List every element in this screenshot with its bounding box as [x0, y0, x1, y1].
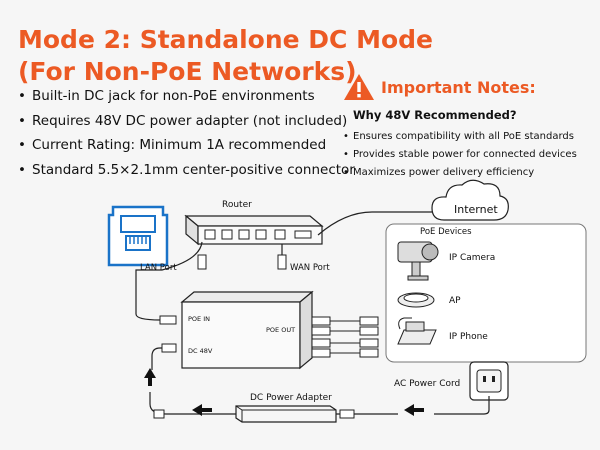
access-point-icon	[397, 292, 435, 308]
lan-port-label: LAN Port	[140, 263, 177, 273]
notes-title: Important Notes:	[381, 77, 536, 97]
ac-cord-label: AC Power Cord	[394, 379, 460, 389]
poe-in-label: POE IN	[188, 315, 210, 323]
wan-port-label: WAN Port	[290, 263, 330, 273]
notes-list: •Ensures compatibility with all PoE stan…	[343, 128, 593, 182]
feature-text: Requires 48V DC power adapter (not inclu…	[32, 112, 348, 129]
title-line-2: (For Non-PoE Networks)	[18, 57, 357, 86]
internet-label: Internet	[454, 203, 498, 216]
feature-item: •Requires 48V DC power adapter (not incl…	[18, 112, 348, 129]
arrow-left-icon	[404, 404, 424, 416]
feature-item: •Standard 5.5×2.1mm center-positive conn…	[18, 161, 355, 178]
poe-devices-label: PoE Devices	[420, 227, 472, 237]
ap-label: AP	[449, 296, 461, 306]
feature-list: •Built-in DC jack for non-PoE environmen…	[18, 84, 355, 182]
power-adapter-icon	[235, 405, 337, 423]
feature-text: Built-in DC jack for non-PoE environment…	[32, 88, 315, 104]
title-line-1: Mode 2: Standalone DC Mode	[18, 25, 434, 54]
router-label: Router	[222, 200, 252, 210]
poe-out-cables	[311, 316, 379, 358]
wall-socket-icon	[469, 361, 509, 401]
note-item: •Provides stable power for connected dev…	[343, 149, 577, 160]
note-text: Maximizes power delivery efficiency	[353, 167, 535, 178]
page-title: Mode 2: Standalone DC Mode (For Non-PoE …	[18, 24, 433, 88]
feature-item: •Current Rating: Minimum 1A recommended	[18, 137, 327, 153]
important-notes: Important Notes: Why 48V Recommended? •E…	[343, 72, 593, 182]
note-text: Provides stable power for connected devi…	[353, 149, 577, 160]
poe-out-label: POE OUT	[266, 326, 295, 334]
note-text: Ensures compatibility with all PoE stand…	[353, 131, 574, 142]
feature-text: Current Rating: Minimum 1A recommended	[32, 137, 327, 153]
arrow-left-icon	[192, 404, 212, 416]
dc-48v-label: DC 48V	[188, 347, 213, 355]
feature-text: Standard 5.5×2.1mm center-positive conne…	[32, 161, 355, 178]
ip-phone-icon	[397, 317, 437, 345]
note-item: •Maximizes power delivery efficiency	[343, 167, 535, 178]
ip-camera-icon	[397, 241, 439, 281]
dc-adapter-label: DC Power Adapter	[250, 393, 332, 403]
warning-icon	[344, 74, 374, 100]
feature-item: •Built-in DC jack for non-PoE environmen…	[18, 88, 315, 104]
arrow-up-icon	[144, 368, 156, 386]
poe-injector	[180, 290, 314, 370]
router-device	[184, 214, 324, 246]
rj45-port-icon	[107, 205, 169, 267]
ip-phone-label: IP Phone	[449, 332, 488, 342]
notes-subtitle: Why 48V Recommended?	[353, 108, 517, 122]
note-item: •Ensures compatibility with all PoE stan…	[343, 131, 574, 142]
ip-camera-label: IP Camera	[449, 253, 495, 263]
cloud-icon	[431, 179, 509, 221]
